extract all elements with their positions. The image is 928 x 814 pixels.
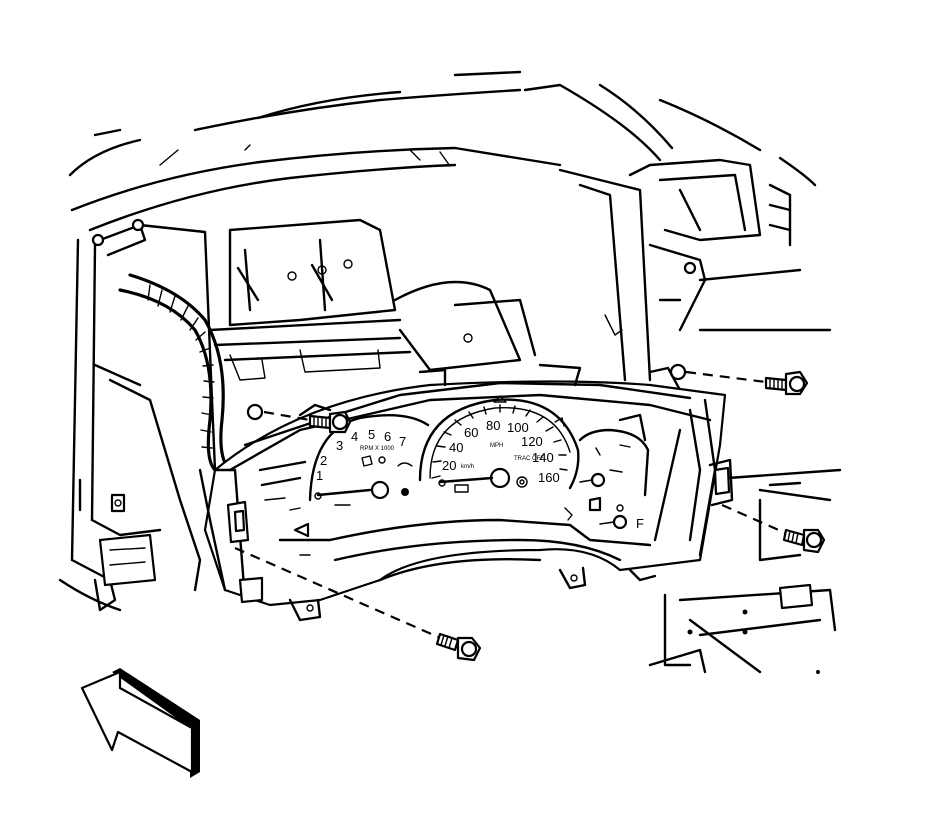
speedo-tick-40: 40 xyxy=(449,440,463,455)
right-lower-console xyxy=(648,468,842,674)
fuel-full-label: F xyxy=(636,516,644,531)
support-bracket xyxy=(91,218,217,592)
dash-top-structure xyxy=(68,70,817,232)
speedo-tick-20: 20 xyxy=(442,458,456,473)
wiring-harness xyxy=(118,273,230,472)
speedo-tick-80: 80 xyxy=(486,418,500,433)
right-dash-structure xyxy=(558,158,832,397)
speedo-unit-kmh: km/h xyxy=(461,464,474,470)
fuel-gauge: F xyxy=(578,428,650,531)
mounting-bolt-upper-left xyxy=(246,403,352,434)
tachometer: 1 2 3 4 5 6 7 RPM X 1000 xyxy=(308,414,430,506)
mounting-bolt-lower-right xyxy=(721,503,826,554)
speedo-trac-off: TRAC OFF xyxy=(514,456,544,462)
tach-tick-1: 1 xyxy=(316,468,323,483)
mounting-bolt-lower-left xyxy=(234,546,482,662)
tach-tick-4: 4 xyxy=(351,429,358,444)
upper-duct-housing xyxy=(208,218,537,381)
direction-arrow-icon xyxy=(80,668,200,778)
tach-tick-2: 2 xyxy=(320,453,327,468)
tach-tick-6: 6 xyxy=(384,429,391,444)
speedo-tick-140: 140 xyxy=(532,450,554,465)
speedo-unit-mph: MPH xyxy=(490,443,503,449)
cluster-left-display xyxy=(258,460,311,556)
speedo-tick-160: 160 xyxy=(538,470,560,485)
speedo-tick-120: 120 xyxy=(521,434,543,449)
speedo-tick-60: 60 xyxy=(464,425,478,440)
tach-tick-7: 7 xyxy=(399,434,406,449)
speedo-tick-100: 100 xyxy=(507,420,529,435)
tach-tick-3: 3 xyxy=(336,438,343,453)
tach-unit-label: RPM X 1000 xyxy=(360,446,395,452)
tach-tick-5: 5 xyxy=(368,427,375,442)
mounting-bolt-upper-right xyxy=(685,370,809,396)
instrument-cluster-housing xyxy=(198,363,734,622)
left-side-panel xyxy=(58,238,162,612)
speedometer-tick-marks xyxy=(431,404,568,479)
speedometer: 20 40 60 80 100 120 140 160 MPH km/h TRA… xyxy=(418,395,580,521)
